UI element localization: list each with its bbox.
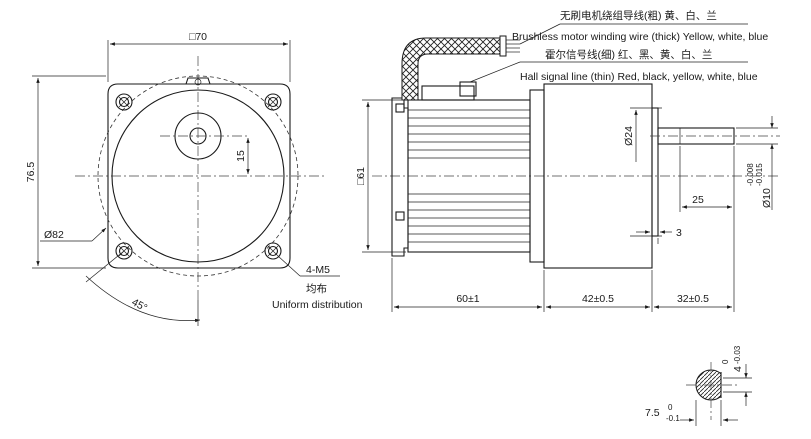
dim-offset-15: 15	[235, 150, 247, 162]
front-lead-boss	[185, 77, 211, 85]
shaft-section: 4 0 -0.03 7.5 0 -0.1	[645, 345, 752, 426]
dim-square-70: □70	[189, 31, 207, 43]
wire-thick-cn: 无刷电机绕组导线(粗) 黄、白、兰	[560, 9, 717, 22]
front-screw-holes	[115, 93, 282, 260]
dim-key-depth: 7.5	[645, 407, 660, 419]
dim-key-width-upper: 0	[721, 359, 730, 364]
dim-angle-45: 45°	[130, 296, 150, 314]
dim-shaft-10: Ø10	[761, 188, 773, 208]
dim-boss-3: 3	[676, 227, 682, 239]
motor-rear-cap	[391, 97, 409, 257]
dim-square-61: □61	[355, 167, 367, 185]
wire-thick-en: Brushless motor winding wire (thick) Yel…	[512, 31, 768, 43]
dim-key-25: 25	[692, 194, 704, 206]
front-gearbox-circle	[111, 89, 285, 263]
screw-note-cn: 均布	[306, 283, 327, 295]
cable-gland-nut	[459, 81, 477, 97]
dim-shaft-tol-upper: -0.008	[746, 163, 755, 186]
motor-fins	[408, 109, 530, 243]
front-flange-square	[107, 83, 291, 269]
cable-sleeve	[401, 37, 501, 101]
side-view: 无刷电机绕组导线(粗) 黄、白、兰 Brushless motor windin…	[355, 9, 780, 312]
dim-45-arc	[85, 275, 201, 323]
dim-boss-24: Ø24	[623, 126, 635, 146]
dim-gear-length: 42±0.5	[582, 293, 614, 305]
screw-note-en: Uniform distribution	[272, 299, 363, 311]
front-lead-hole	[194, 78, 202, 86]
dim-82-leader	[91, 227, 107, 242]
rear-screw-top	[395, 103, 405, 113]
gearbox-face-ring	[651, 107, 659, 237]
dim-45-radial	[85, 250, 125, 283]
front-pcd-circle	[97, 75, 299, 277]
wire-thin-en: Hall signal line (thin) Red, black, yell…	[520, 71, 758, 83]
dim-shaft-tol-lower: -0.015	[755, 163, 764, 186]
dim-shaft-length: 32±0.5	[677, 293, 709, 305]
wire-thin-leader	[469, 61, 521, 83]
front-view: □70 76.5 15 Ø82 45° 4-M5 均布 Uniform dist…	[25, 31, 363, 326]
wire-thick-leader	[519, 23, 561, 45]
rear-screw-bottom	[395, 211, 405, 221]
screw-spec: 4-M5	[306, 264, 330, 276]
wire-thin-cn: 霍尔信号线(细) 红、黑、黄、白、兰	[545, 48, 712, 61]
cable-wires	[506, 39, 520, 53]
dim-key-depth-upper: 0	[668, 403, 673, 412]
screw-leader	[277, 255, 301, 277]
dim-height-765: 76.5	[25, 162, 37, 183]
dim-key-width: 4	[732, 366, 744, 372]
dim-motor-length: 60±1	[456, 293, 479, 305]
cable-end-cap	[499, 35, 507, 57]
cable-gland-block	[421, 85, 475, 101]
dim-key-depth-lower: -0.1	[666, 414, 680, 423]
dim-circle-82: Ø82	[44, 229, 64, 241]
dim-key-width-lower: -0.03	[733, 345, 742, 364]
